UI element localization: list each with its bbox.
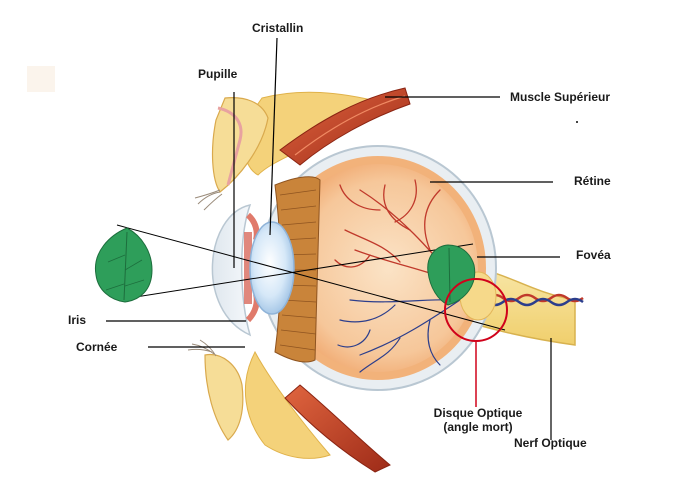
- ciliary-striations: [279, 189, 317, 351]
- leader-cristallin: [269, 37, 278, 236]
- leader-lines: [106, 37, 560, 440]
- lower-eyelid: [204, 354, 244, 441]
- light-ray-upper: [116, 224, 506, 331]
- eyelashes-top: [194, 189, 223, 211]
- label-cornee: Cornée: [76, 340, 118, 354]
- label-disque-optique-line2: (angle mort): [443, 420, 513, 434]
- small-dot: [576, 121, 578, 123]
- label-disque-optique-line1: Disque Optique: [433, 406, 523, 420]
- superior-muscle-fiber: [294, 95, 406, 156]
- light-ray-lower: [116, 243, 474, 301]
- label-cristallin: Cristallin: [252, 21, 304, 35]
- label-pupille: Pupille: [198, 67, 238, 81]
- iris-band: [244, 232, 252, 304]
- label-nerf-optique: Nerf Optique: [514, 436, 587, 450]
- upper-eyelid: [211, 97, 269, 193]
- label-muscle-superieur: Muscle Supérieur: [510, 90, 611, 104]
- lens: [249, 221, 295, 315]
- inferior-muscle: [284, 384, 391, 473]
- retina-interior: [278, 164, 478, 372]
- eyelashes-bottom: [187, 339, 217, 357]
- label-disque-optique: Disque Optique (angle mort): [426, 406, 530, 434]
- leaf-object-icon: [94, 227, 153, 303]
- superior-muscle: [279, 87, 411, 166]
- upper-eyelid-rim: [217, 106, 243, 186]
- label-iris: Iris: [68, 313, 87, 327]
- lower-fat-tissue: [244, 350, 331, 459]
- label-retine: Rétine: [574, 174, 611, 188]
- label-fovea: Fovéa: [576, 248, 611, 262]
- faint-square: [27, 66, 55, 92]
- cornea: [211, 203, 252, 337]
